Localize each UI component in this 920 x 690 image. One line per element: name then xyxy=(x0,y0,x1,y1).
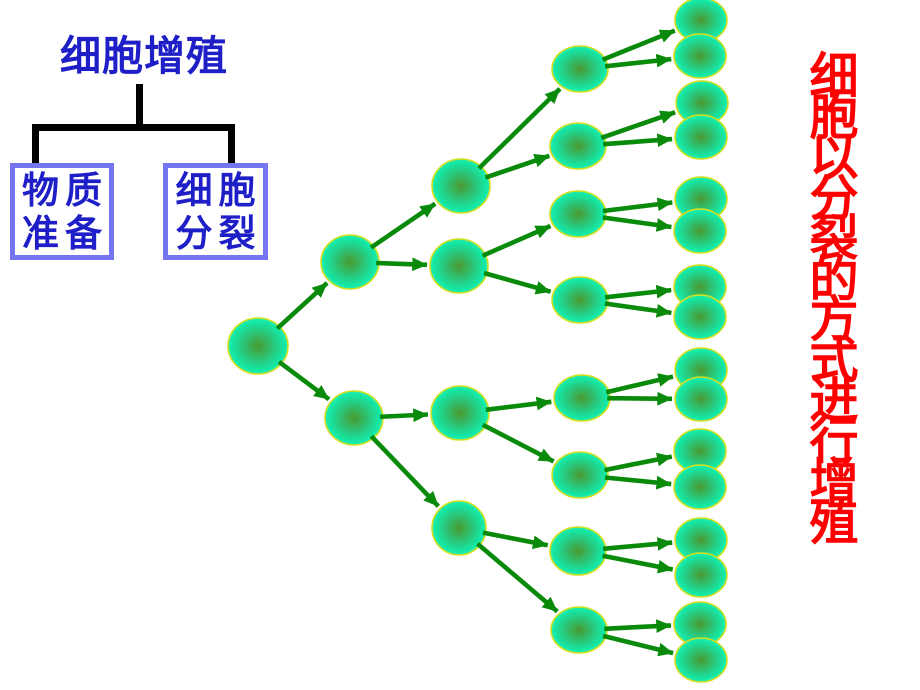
division-arrow xyxy=(602,553,674,574)
cell xyxy=(431,500,487,556)
cell xyxy=(550,606,608,654)
division-arrow xyxy=(602,215,672,232)
cell xyxy=(320,234,380,290)
division-arrow xyxy=(602,633,674,657)
cell xyxy=(674,552,728,598)
side-note-char: 胞 xyxy=(809,87,859,146)
cell xyxy=(431,158,491,214)
cell xyxy=(674,637,728,683)
tree-connector-vertical-top xyxy=(136,84,143,128)
side-note-char: 增 xyxy=(809,452,859,510)
cell xyxy=(551,276,609,324)
side-note-char: 方 xyxy=(809,290,859,348)
cell xyxy=(673,464,727,510)
cell xyxy=(673,294,727,340)
cell xyxy=(674,376,728,422)
cell xyxy=(673,208,727,254)
cell xyxy=(549,526,607,576)
division-arrow xyxy=(369,201,437,250)
division-arrow xyxy=(476,541,559,614)
side-note-char: 细 xyxy=(809,47,859,105)
division-arrow xyxy=(605,373,674,395)
side-note-char: 行 xyxy=(809,411,859,470)
box-material-preparation: 物质 准备 xyxy=(10,163,114,260)
division-arrow xyxy=(607,391,673,406)
side-note-char: 分 xyxy=(809,168,859,227)
side-note-char: 殖 xyxy=(809,492,859,551)
division-arrow xyxy=(481,422,555,464)
cell xyxy=(551,45,609,93)
division-arrow xyxy=(604,619,672,634)
division-arrow xyxy=(604,301,672,318)
division-arrow xyxy=(604,452,673,473)
cell xyxy=(551,451,609,499)
division-arrow xyxy=(481,223,552,258)
cell xyxy=(430,385,490,441)
box-label-line: 分裂 xyxy=(175,211,262,255)
division-arrow xyxy=(275,281,329,331)
division-arrow xyxy=(477,87,562,171)
cell xyxy=(429,238,489,294)
side-note-char: 裂 xyxy=(809,209,859,267)
division-arrow xyxy=(379,408,429,423)
tree-connector-vertical-left xyxy=(32,124,39,166)
tree-connector-horizontal xyxy=(32,124,235,131)
cell xyxy=(673,33,727,79)
cell xyxy=(549,122,607,170)
cell xyxy=(227,317,289,375)
side-note-char: 式 xyxy=(809,330,859,389)
box-label-line: 准备 xyxy=(22,211,108,255)
division-arrow xyxy=(483,270,552,295)
division-arrow xyxy=(482,530,549,550)
division-arrow xyxy=(602,197,673,214)
division-arrow xyxy=(485,396,552,413)
division-arrow xyxy=(376,257,428,272)
division-arrow xyxy=(604,53,672,69)
division-arrow xyxy=(604,284,672,300)
tree-connector-vertical-right xyxy=(228,124,235,166)
division-arrow xyxy=(601,28,676,62)
division-arrow xyxy=(600,110,676,141)
division-arrow xyxy=(602,537,673,552)
division-arrow xyxy=(277,359,331,402)
side-note-char: 进 xyxy=(809,371,859,429)
division-arrow xyxy=(604,475,672,490)
division-arrow xyxy=(369,434,440,508)
cell xyxy=(674,114,728,160)
side-note-char: 的 xyxy=(809,249,859,308)
cell xyxy=(549,190,607,238)
cell xyxy=(553,374,611,422)
side-note-char: 以 xyxy=(809,128,859,186)
box-label-line: 物质 xyxy=(22,168,108,212)
side-note: 细胞以分裂的方式进行增殖 xyxy=(804,47,864,551)
division-arrow xyxy=(484,153,551,180)
page-title: 细胞增殖 xyxy=(60,32,228,80)
division-arrow xyxy=(602,133,673,148)
box-cell-division: 细胞 分裂 xyxy=(163,163,268,260)
box-label-line: 细胞 xyxy=(175,168,262,212)
